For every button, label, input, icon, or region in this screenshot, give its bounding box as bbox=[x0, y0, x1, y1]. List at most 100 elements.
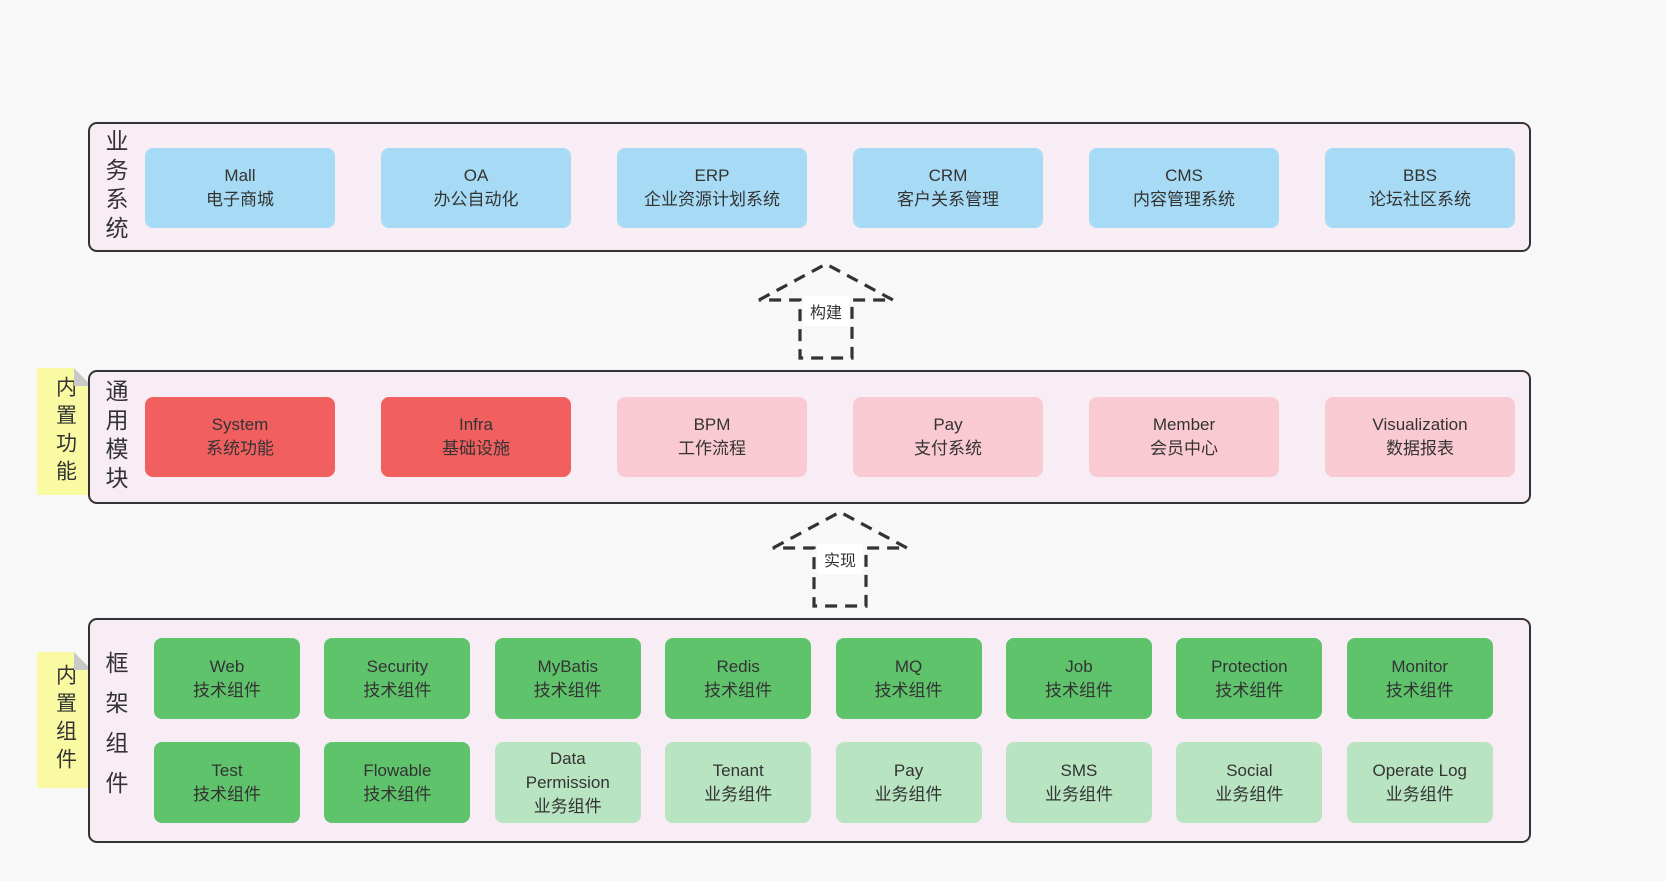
box-mybatis: MyBatis 技术组件 bbox=[494, 638, 641, 719]
box-tenant: Tenant 业务组件 bbox=[665, 742, 812, 823]
box-subtitle: 业务组件 bbox=[1044, 784, 1113, 804]
dashed-up-arrow-icon bbox=[758, 262, 894, 360]
box-subtitle: 业务组件 bbox=[704, 784, 773, 804]
box-subtitle: 客户关系管理 bbox=[897, 190, 999, 209]
box-name: Test bbox=[211, 760, 243, 780]
box-subtitle: 业务组件 bbox=[533, 796, 602, 816]
box-subtitle: 业务组件 bbox=[1385, 784, 1454, 804]
box-name: BBS bbox=[1402, 166, 1438, 185]
box-name: CMS bbox=[1165, 166, 1203, 185]
box-name: SMS bbox=[1060, 760, 1098, 780]
box-name: CRM bbox=[928, 166, 968, 185]
box-monitor: Monitor 技术组件 bbox=[1346, 638, 1493, 719]
box-subtitle: 技术组件 bbox=[704, 680, 773, 700]
layer-title-vertical: 通用模块 bbox=[102, 379, 128, 495]
box-name: MyBatis bbox=[537, 656, 599, 676]
box-name: Monitor bbox=[1391, 656, 1449, 676]
box-web: Web 技术组件 bbox=[154, 638, 300, 719]
box-name: Pay bbox=[933, 415, 963, 434]
box-subtitle: 办公自动化 bbox=[433, 190, 519, 209]
box-redis: Redis 技术组件 bbox=[665, 638, 812, 719]
box-cms: CMS 内容管理系统 bbox=[1089, 148, 1279, 228]
box-social: Social 业务组件 bbox=[1176, 742, 1323, 823]
box-subtitle: 数据报表 bbox=[1386, 439, 1454, 458]
box-name: Tenant bbox=[712, 760, 764, 780]
box-subtitle: 企业资源计划系统 bbox=[644, 190, 780, 209]
box-subtitle: 技术组件 bbox=[1385, 680, 1454, 700]
box-name: Pay bbox=[893, 760, 924, 780]
box-subtitle: 技术组件 bbox=[1215, 680, 1284, 700]
box-row: Mall 电子商城 OA 办公自动化 ERP 企业资源计划系统 CRM 客户关系管理 CMS 内容… bbox=[145, 148, 1515, 228]
box-protection: Protection 技术组件 bbox=[1176, 638, 1323, 719]
box-subtitle: 基础设施 bbox=[442, 439, 510, 458]
box-name: Social bbox=[1226, 760, 1273, 780]
box-name: Mall bbox=[224, 166, 256, 185]
box-operate-log: Operate Log 业务组件 bbox=[1346, 742, 1493, 823]
box-pay: Pay 业务组件 bbox=[835, 742, 982, 823]
arrow-label: 构建 bbox=[802, 296, 850, 326]
box-subtitle: 电子商城 bbox=[206, 190, 274, 209]
sticky-note-builtin-features: 内置功能 bbox=[37, 368, 92, 495]
note-label: 内置组件 bbox=[53, 664, 77, 776]
box-name: ERP bbox=[694, 166, 730, 185]
box-subtitle: 技术组件 bbox=[363, 680, 432, 700]
dashed-up-arrow-icon bbox=[772, 510, 908, 608]
box-name: Operate Log bbox=[1372, 760, 1467, 780]
box-subtitle: 支付系统 bbox=[914, 439, 982, 458]
box-name: Redis bbox=[716, 656, 760, 676]
box-pay: Pay 支付系统 bbox=[853, 397, 1043, 477]
box-subtitle: 技术组件 bbox=[874, 680, 943, 700]
box-name: Protection bbox=[1211, 656, 1288, 676]
layer-title-vertical: 业务系统 bbox=[102, 129, 128, 245]
box-name: System bbox=[211, 415, 269, 434]
box-subtitle: 技术组件 bbox=[363, 784, 432, 804]
box-oa: OA 办公自动化 bbox=[381, 148, 571, 228]
box-subtitle: 业务组件 bbox=[1215, 784, 1284, 804]
box-subtitle: 业务组件 bbox=[874, 784, 943, 804]
layer-title-vertical: 框架组件 bbox=[102, 650, 128, 811]
sticky-note-builtin-components: 内置组件 bbox=[37, 652, 92, 788]
box-name: BPM bbox=[693, 415, 731, 434]
box-job: Job 技术组件 bbox=[1005, 638, 1152, 719]
layer-business-systems: 业务系统 Mall 电子商城 OA 办公自动化 ERP 企业资源计划系统 CRM 客户关系管理… bbox=[88, 122, 1531, 252]
box-subtitle: 系统功能 bbox=[206, 439, 274, 458]
box-data-permission: Data Permission 业务组件 bbox=[494, 742, 641, 823]
note-label: 内置功能 bbox=[53, 375, 77, 488]
box-sms: SMS 业务组件 bbox=[1005, 742, 1152, 823]
box-name: Job bbox=[1065, 656, 1093, 676]
box-subtitle: 技术组件 bbox=[193, 784, 261, 804]
box-member: Member 会员中心 bbox=[1089, 397, 1279, 477]
box-subtitle: 技术组件 bbox=[533, 680, 602, 700]
box-subtitle: 会员中心 bbox=[1150, 439, 1218, 458]
box-bbs: BBS 论坛社区系统 bbox=[1325, 148, 1515, 228]
box-name: Visualization bbox=[1372, 415, 1468, 434]
arrow-build: 构建 bbox=[757, 262, 895, 360]
box-bpm: BPM 工作流程 bbox=[617, 397, 807, 477]
box-test: Test 技术组件 bbox=[154, 742, 300, 823]
box-name: Member bbox=[1152, 415, 1216, 434]
box-name: OA bbox=[463, 166, 489, 185]
box-mall: Mall 电子商城 bbox=[145, 148, 335, 228]
box-subtitle: 技术组件 bbox=[193, 680, 261, 700]
box-crm: CRM 客户关系管理 bbox=[853, 148, 1043, 228]
box-name: Data Permission bbox=[525, 748, 610, 792]
box-mq: MQ 技术组件 bbox=[835, 638, 982, 719]
box-subtitle: 技术组件 bbox=[1044, 680, 1113, 700]
box-name: Flowable bbox=[363, 760, 432, 780]
box-visualization: Visualization 数据报表 bbox=[1325, 397, 1515, 477]
box-subtitle: 工作流程 bbox=[678, 439, 746, 458]
arrow-implement: 实现 bbox=[771, 510, 909, 608]
box-name: Web bbox=[209, 656, 245, 676]
arrow-label: 实现 bbox=[816, 544, 864, 574]
box-name: MQ bbox=[894, 656, 923, 676]
box-subtitle: 论坛社区系统 bbox=[1369, 190, 1471, 209]
box-subtitle: 内容管理系统 bbox=[1133, 190, 1235, 209]
